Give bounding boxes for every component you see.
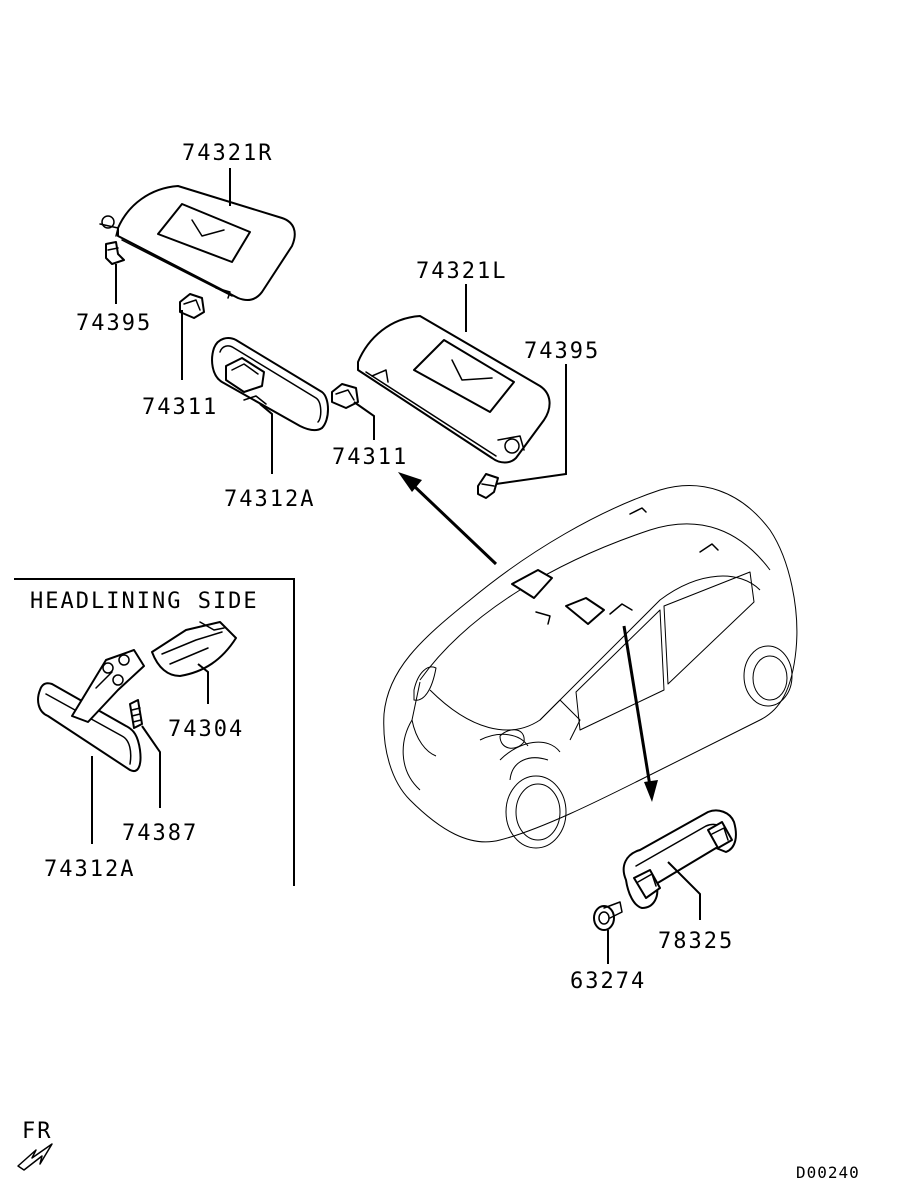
label-74395-right: 74395 xyxy=(524,339,600,364)
label-74395-left: 74395 xyxy=(76,311,152,336)
label-74321L: 74321L xyxy=(416,259,507,284)
label-74304: 74304 xyxy=(168,717,244,742)
rearview-mirror-top xyxy=(211,337,329,432)
pointer-arrows xyxy=(398,472,658,802)
visor-holder-right xyxy=(331,383,359,409)
front-direction-marker: FR xyxy=(17,1119,53,1171)
headlining-inset xyxy=(14,578,295,886)
sun-visor-right xyxy=(99,185,296,301)
assist-grip xyxy=(622,809,737,909)
label-74311-right: 74311 xyxy=(332,445,408,470)
screw-left xyxy=(105,241,125,265)
leader-lines xyxy=(91,168,701,964)
screw-right xyxy=(477,473,499,499)
label-74321R: 74321R xyxy=(182,141,273,166)
inset-title: HEADLINING SIDE xyxy=(30,589,259,614)
label-63274: 63274 xyxy=(570,969,646,994)
vehicle-outline xyxy=(383,485,798,849)
sun-visor-left xyxy=(357,315,551,464)
diagram-code: D00240 xyxy=(796,1163,860,1182)
label-74312A-top: 74312A xyxy=(224,487,315,512)
grip-cap xyxy=(593,901,623,931)
visor-holder-left xyxy=(179,293,205,319)
label-74312A-inset: 74312A xyxy=(44,857,135,882)
label-74387: 74387 xyxy=(122,821,198,846)
front-arrow-icon xyxy=(17,1143,53,1171)
label-74311-left: 74311 xyxy=(142,395,218,420)
front-marker-label: FR xyxy=(22,1119,53,1144)
label-78325: 78325 xyxy=(658,929,734,954)
